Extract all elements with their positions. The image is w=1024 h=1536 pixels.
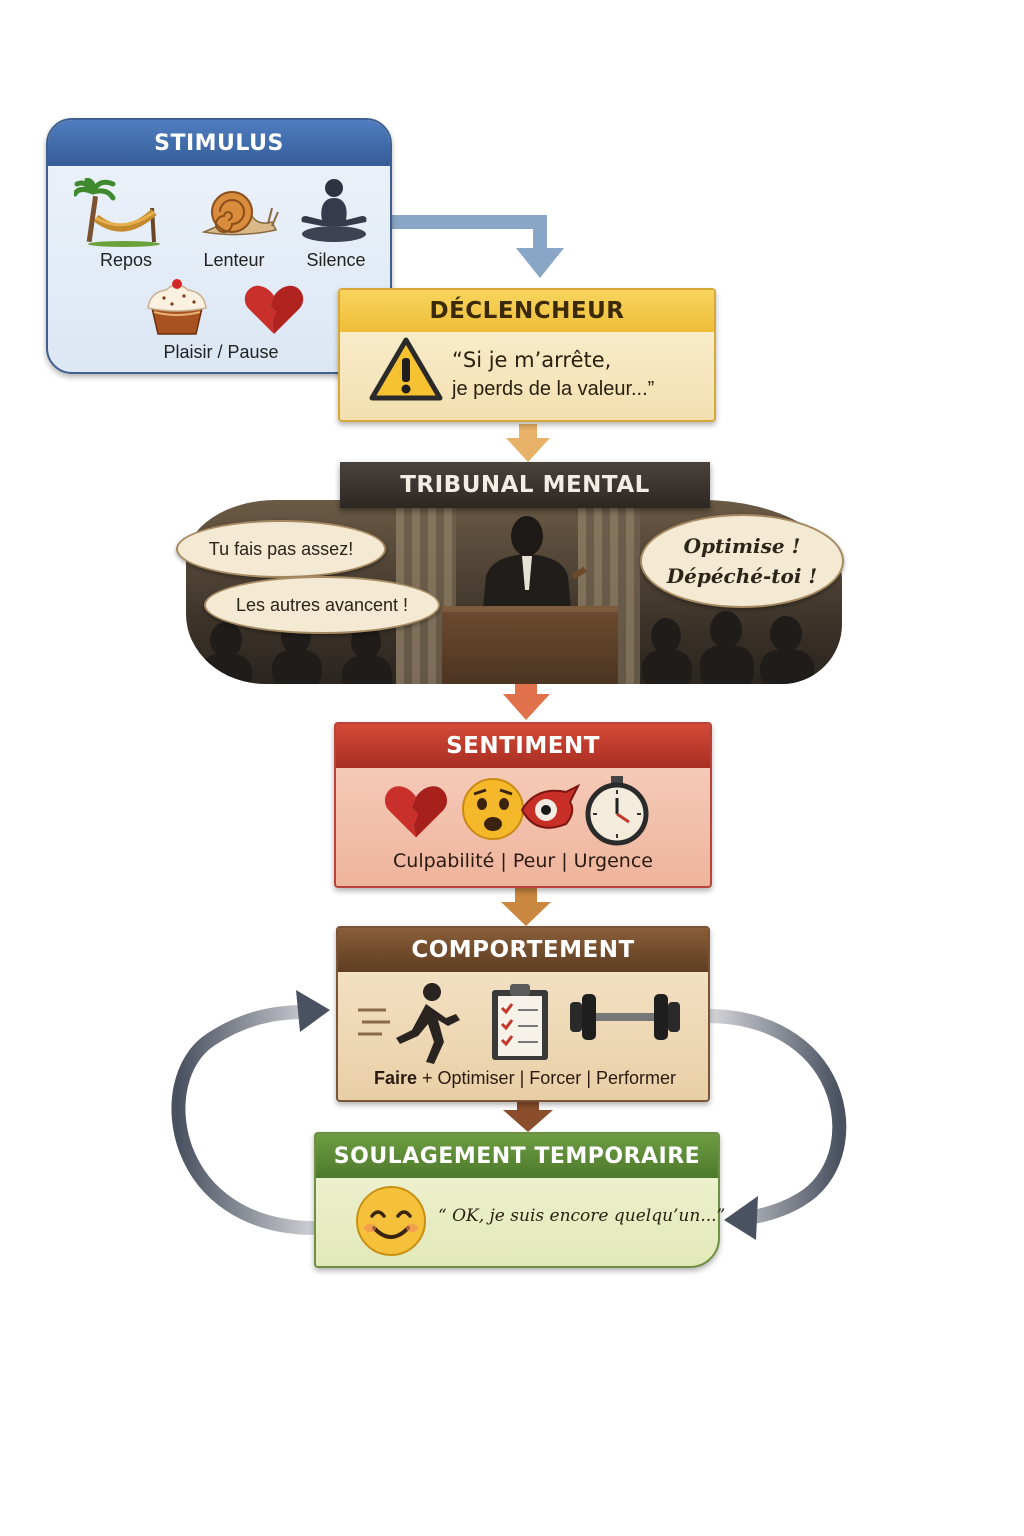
arrow-trigger-to-tribunal [506,424,550,462]
relief-header: SOULAGEMENT TEMPORAIRE [316,1134,718,1178]
behavior-label-performer: Performer [596,1068,677,1088]
behavior-label-forcer: Forcer [529,1068,582,1088]
stimulus-item-label-lenteur: Lenteur [203,250,265,270]
tribunal-bubble-optimise: Optimise ! Dépéché-toi ! [640,514,844,608]
left-loop-arrow [171,1005,325,1236]
tribunal-header: TRIBUNAL MENTAL [340,462,710,508]
runner-icon [358,983,460,1064]
relief-box: SOULAGEMENT TEMPORAIRE “ OK, je suis enc… [314,1132,726,1268]
stopwatch-icon [585,776,649,846]
dumbbell-icon [570,994,680,1040]
stimulus-box: STIMULUS Repos Lenteur Silence Plais [46,118,392,374]
right-loop-arrowhead [724,1196,758,1240]
smiley-icon [356,1186,426,1256]
behavior-label-optimiser: Optimiser [437,1068,515,1088]
stimulus-item-label-repos: Repos [99,250,153,270]
broken-heart-icon [244,285,304,334]
feeling-label-guilt: Culpabilité [393,850,495,872]
broken-heart-icon [384,786,448,838]
checklist-icon [492,984,548,1060]
stimulus-title: STIMULUS [154,130,284,156]
stimulus-second-row-label: Plaisir / Pause [163,342,279,362]
stimulus-connector-arrowhead [516,248,564,278]
trigger-title: DÉCLENCHEUR [429,298,625,324]
hammock-icon [74,178,160,247]
relief-quote: “ OK, je suis encore quelqu’un...” [438,1206,726,1226]
scared-face-icon [462,778,524,840]
audience-silhouettes [200,611,814,684]
tribunal-title: TRIBUNAL MENTAL [400,472,650,498]
relief-title: SOULAGEMENT TEMPORAIRE [333,1143,701,1169]
arrow-tribunal-to-feeling [503,680,550,720]
feeling-label-urgency: Urgence [573,850,653,872]
feeling-label-fear: Peur [512,850,556,872]
feeling-title: SENTIMENT [446,733,600,759]
feeling-box: SENTIMENT Culpabilité | Peur | Urgence [334,722,712,888]
meditation-icon [301,179,367,242]
judge-icon [482,516,587,620]
trigger-quote-line2: je perds de la valeur...” [452,378,655,400]
judge-bench [442,606,618,684]
tribunal-bubble-autres: Les autres avancent ! [204,576,440,634]
feeling-label: Culpabilité | Peur | Urgence [393,850,653,872]
warning-icon [369,337,443,401]
trigger-quote-line1: “Si je m’arrête, [452,348,612,372]
snail-icon [201,191,279,236]
behavior-label-faire: Faire [373,1068,417,1088]
arrow-behavior-to-relief [503,1100,553,1132]
behavior-header: COMPORTEMENT [338,928,708,972]
behavior-label: Faire + Optimiser | Forcer | Performer [373,1068,677,1088]
behavior-title: COMPORTEMENT [411,937,635,963]
arrow-feeling-to-behavior [501,888,551,926]
trigger-header: DÉCLENCHEUR [340,290,714,332]
alarm-eye-icon [520,783,580,829]
feeling-header: SENTIMENT [336,724,710,768]
cake-icon [147,279,207,335]
right-loop-arrow [705,1009,847,1225]
stimulus-header: STIMULUS [48,120,390,166]
trigger-box: DÉCLENCHEUR “Si je m’arrête, je perds de… [338,288,716,422]
stimulus-item-label-silence: Silence [306,250,366,270]
tribunal-bubble-tu-fais: Tu fais pas assez! [176,520,386,578]
stimulus-connector-arrow [392,215,547,252]
left-loop-arrowhead [296,990,330,1032]
behavior-box: COMPORTEMENT Faire + Optimiser | Forcer … [336,926,710,1102]
